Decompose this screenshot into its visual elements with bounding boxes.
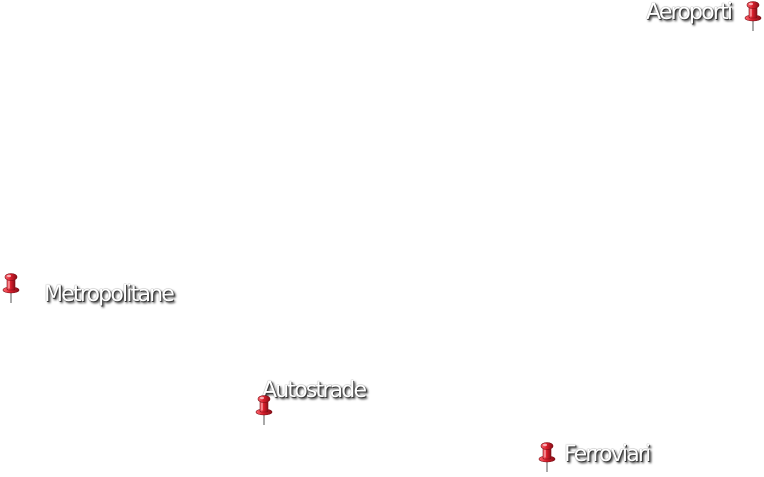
pushpin-icon[interactable] — [742, 0, 764, 32]
marker-label-autostrade[interactable]: Autostrade — [262, 378, 367, 403]
pushpin-icon[interactable] — [0, 272, 22, 304]
marker-label-ferroviari[interactable]: Ferroviari — [564, 442, 651, 467]
pushpin-icon[interactable] — [536, 441, 558, 473]
pushpin-icon[interactable] — [253, 394, 275, 426]
marker-label-metropolitane[interactable]: Metropolitane — [44, 282, 175, 307]
marker-label-aeroporti[interactable]: Aeroporti — [646, 0, 733, 25]
